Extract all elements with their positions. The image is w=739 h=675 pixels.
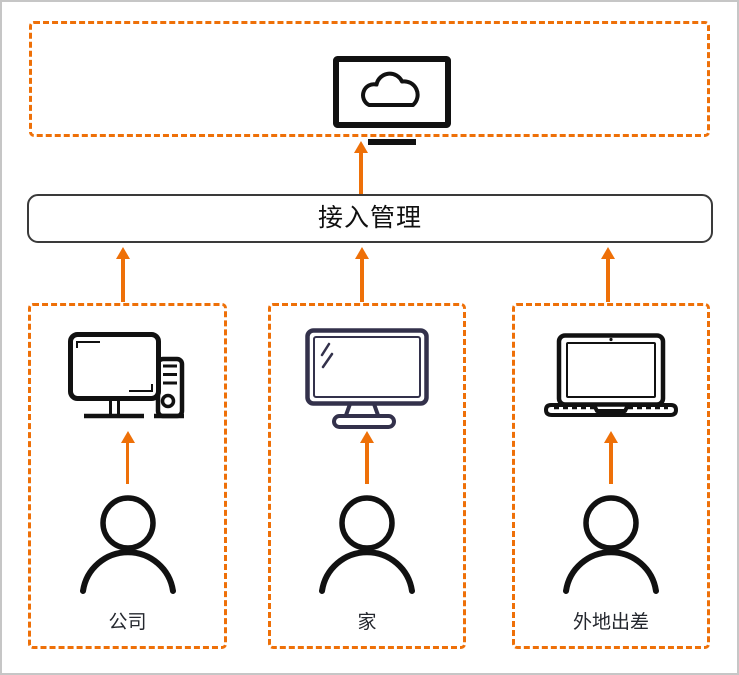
arrow-up-icon <box>355 247 369 302</box>
person-icon <box>319 495 415 594</box>
arrow-shaft <box>606 257 610 302</box>
endpoint-label: 外地出差 <box>572 612 649 633</box>
endpoint-label: 家 <box>357 612 377 633</box>
gateway-label: 接入管理 <box>317 204 422 232</box>
arrow-head <box>601 247 615 259</box>
arrow-head <box>354 141 368 153</box>
cloud-zone <box>29 21 710 145</box>
arrow-up-icon <box>604 431 618 484</box>
arrow-head <box>120 431 135 443</box>
person-icon <box>79 495 176 594</box>
arrow-up-icon <box>354 141 368 194</box>
endpoint-label: 公司 <box>108 612 147 633</box>
arrow-shaft <box>609 441 613 484</box>
arrow-shaft <box>360 257 364 302</box>
arrow-up-icon <box>120 431 135 484</box>
laptop-icon <box>544 333 678 417</box>
arrow-head <box>355 247 369 259</box>
gateway-box: 接入管理 <box>27 194 713 243</box>
endpoint-zone-home: 家 <box>268 303 466 649</box>
cloud-monitor-icon <box>333 56 451 145</box>
endpoint-zone-company: 公司 <box>28 303 227 649</box>
arrow-up-icon <box>601 247 615 302</box>
arrow-up-icon <box>116 247 130 302</box>
home-monitor-icon <box>305 328 429 429</box>
endpoint-zone-travel: 外地出差 <box>512 303 710 649</box>
arrow-head <box>360 431 374 443</box>
desktop-computer-icon <box>67 332 184 419</box>
arrow-shaft <box>359 151 363 194</box>
arrow-shaft <box>365 441 369 484</box>
arrow-up-icon <box>360 431 374 484</box>
arrow-shaft <box>125 441 130 484</box>
arrow-head <box>604 431 618 443</box>
arrow-head <box>116 247 130 259</box>
person-icon <box>563 495 659 594</box>
arrow-shaft <box>121 257 125 302</box>
